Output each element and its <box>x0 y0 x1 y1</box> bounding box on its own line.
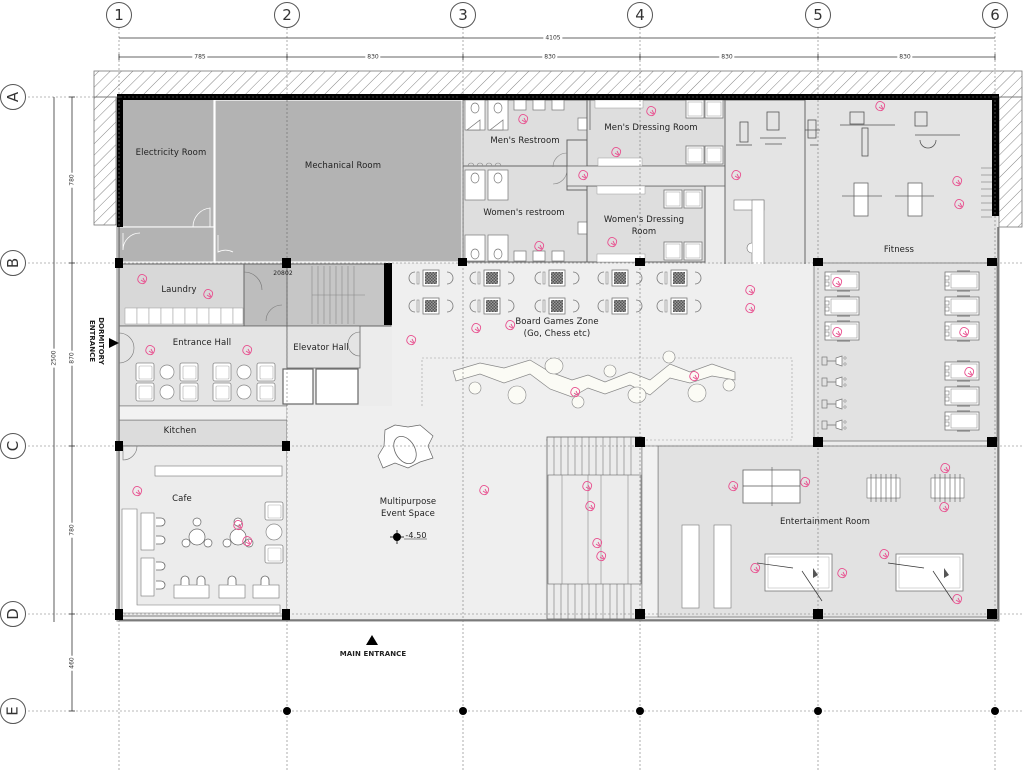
retaining-wall-hatch <box>93 70 1023 98</box>
grid-column-label: 2 <box>282 6 292 24</box>
mechanical-room <box>214 99 463 263</box>
room-label-mens-restroom: Men's Restroom <box>490 136 560 146</box>
room-label-entrance-hall: Entrance Hall <box>172 338 232 348</box>
grid-column-4: 4 <box>627 2 653 28</box>
room-label-line: Women's Dressing <box>603 215 685 225</box>
elevator-hall <box>286 325 361 369</box>
label-line: ENTRANCE <box>88 320 96 362</box>
room-label-electricity: Electricity Room <box>135 148 207 158</box>
grid-row-c: C <box>0 433 26 459</box>
room-label-kitchen: Kitchen <box>163 426 197 436</box>
stair-tag: 20802 <box>273 270 293 277</box>
dim-bay-5: 830 <box>897 53 913 61</box>
room-label-fitness: Fitness <box>883 245 915 255</box>
future-columns <box>283 707 999 715</box>
dim-row-ab: 780 <box>68 172 76 188</box>
elevation-marker: -4.50 <box>405 531 427 540</box>
dim-row-bc: 870 <box>68 350 76 366</box>
grid-row-label: B <box>3 257 22 269</box>
grid-column-label: 3 <box>458 6 468 24</box>
main-entrance-label: MAIN ENTRANCE <box>339 650 407 658</box>
grid-column-label: 6 <box>990 6 1000 24</box>
room-label-line: Event Space <box>380 509 436 519</box>
room-label-entertainment: Entertainment Room <box>779 517 871 527</box>
room-label-line: (Go, Chess etc) <box>523 329 591 339</box>
elevator-1 <box>282 368 314 405</box>
room-label-mens-dressing: Men's Dressing Room <box>604 123 698 133</box>
dim-row-cd: 780 <box>68 522 76 538</box>
grid-lines <box>24 28 1024 770</box>
dim-bay-3: 830 <box>542 53 558 61</box>
dim-bay-1: 785 <box>192 53 208 61</box>
grid-row-d: D <box>0 601 26 627</box>
room-label-cafe: Cafe <box>172 494 192 504</box>
kitchen <box>118 419 288 447</box>
grid-row-a: A <box>0 84 26 110</box>
dim-overall-width: 4105 <box>543 34 563 42</box>
structural-columns <box>115 94 997 620</box>
room-label-line: Board Games Zone <box>515 317 599 327</box>
grid-row-e: E <box>0 698 26 724</box>
grid-column-label: 4 <box>635 6 645 24</box>
room-label-line: Multipurpose <box>379 497 437 507</box>
label-line: DORMITORY <box>97 317 105 365</box>
grid-column-2: 2 <box>274 2 300 28</box>
dim-overall-depth: 2500 <box>50 348 58 368</box>
room-label-elevator-hall: Elevator Hall <box>293 343 349 353</box>
grid-column-5: 5 <box>805 2 831 28</box>
grid-column-1: 1 <box>106 2 132 28</box>
room-label-laundry: Laundry <box>161 285 197 295</box>
dim-bay-4: 830 <box>719 53 735 61</box>
dim-row-de: 460 <box>68 655 76 671</box>
grid-column-6: 6 <box>982 2 1008 28</box>
grid-row-label: E <box>3 706 22 716</box>
room-label-mechanical: Mechanical Room <box>304 161 382 171</box>
grid-row-label: A <box>3 91 22 103</box>
grid-column-3: 3 <box>450 2 476 28</box>
grid-row-label: D <box>4 608 22 620</box>
room-label-womens-restroom: Women's restroom <box>483 208 565 218</box>
grid-column-label: 5 <box>813 6 823 24</box>
electricity-room <box>118 98 215 228</box>
grid-column-label: 1 <box>114 6 124 24</box>
room-label-line: Room <box>631 227 657 237</box>
elevator-2 <box>315 368 359 405</box>
dim-bay-2: 830 <box>365 53 381 61</box>
room-label-board-games: Board Games Zone (Go, Chess etc) <box>515 316 598 340</box>
grid-row-label: C <box>3 440 22 452</box>
grid-row-b: B <box>0 250 26 276</box>
